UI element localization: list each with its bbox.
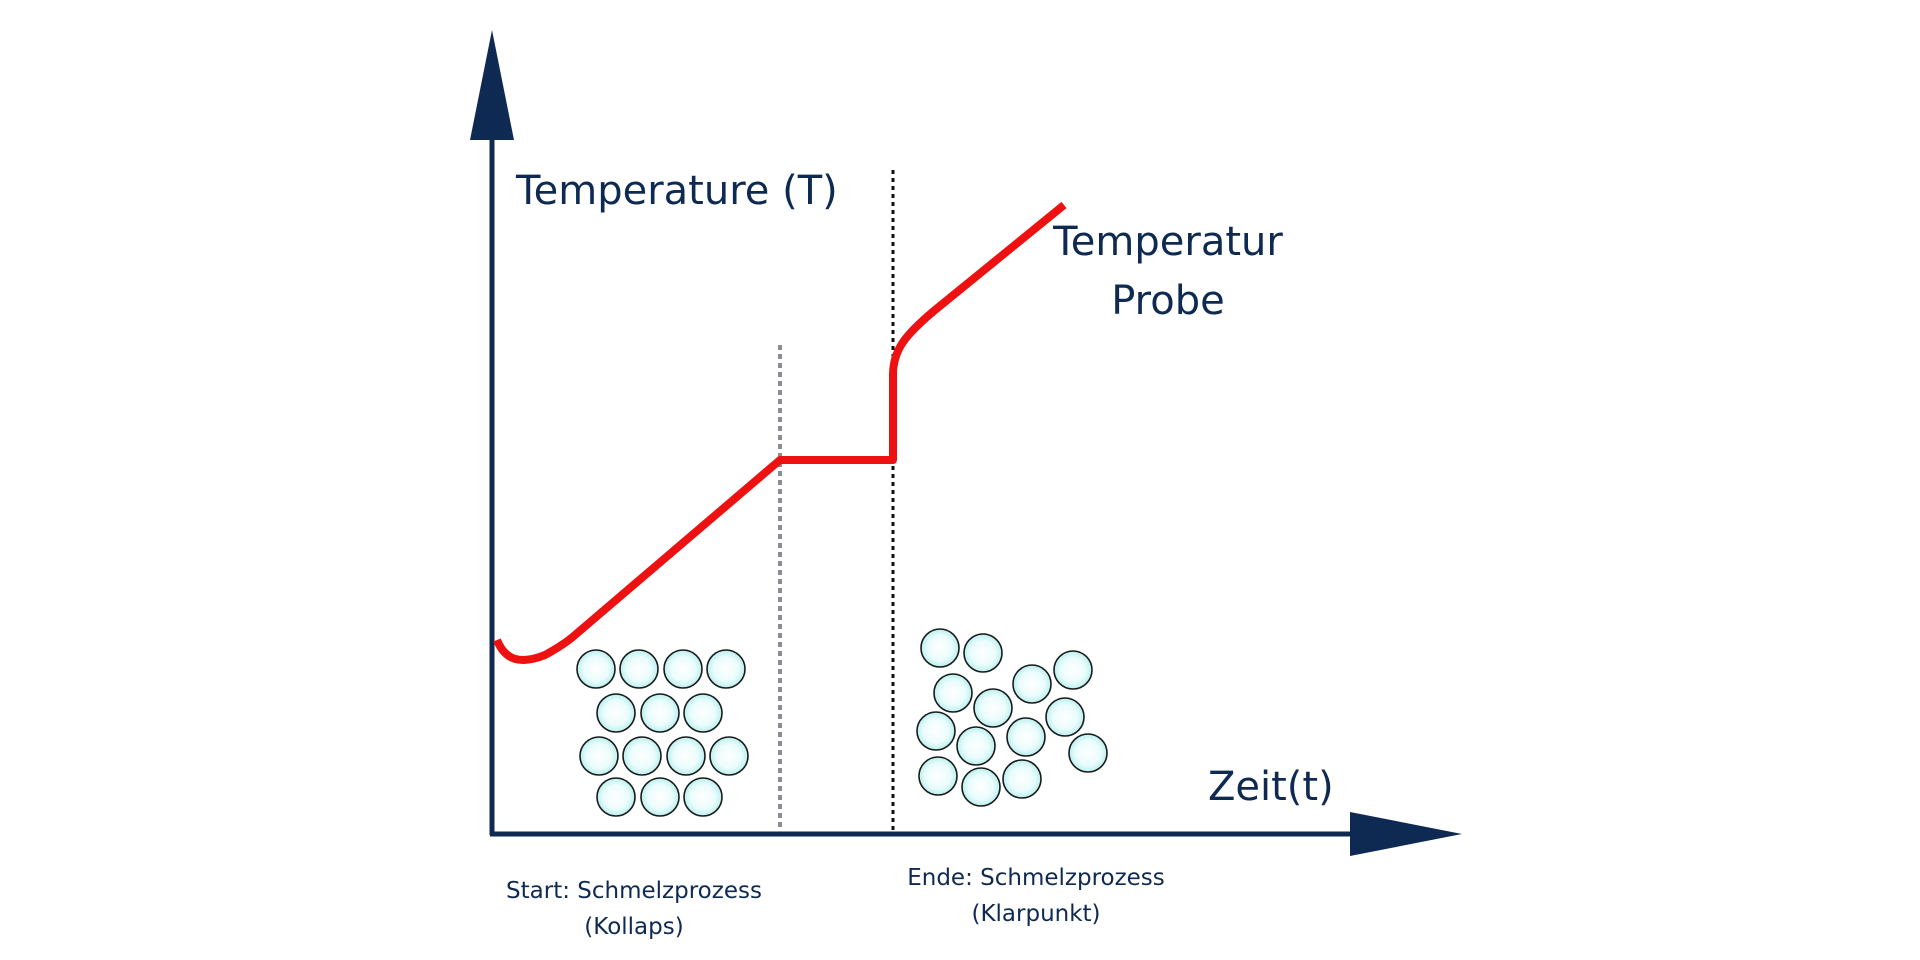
y-axis-arrow [470,30,514,140]
temperature-curve [493,201,1067,664]
end-label-line2: (Klarpunkt) [971,901,1100,927]
loose-spheres-icon [916,628,1108,807]
curve-label-line2: Probe [1111,278,1224,324]
packed-spheres-icon [576,649,749,817]
curve-label-line1: Temperatur [1052,219,1283,265]
start-label-line2: (Kollaps) [584,914,683,940]
y-axis-label: Temperature (T) [515,168,838,214]
x-axis-label: Zeit(t) [1208,764,1334,810]
start-label-line1: Start: Schmelzprozess [506,878,762,904]
x-axis-arrow [1350,812,1462,856]
end-label-line1: Ende: Schmelzprozess [907,865,1165,891]
